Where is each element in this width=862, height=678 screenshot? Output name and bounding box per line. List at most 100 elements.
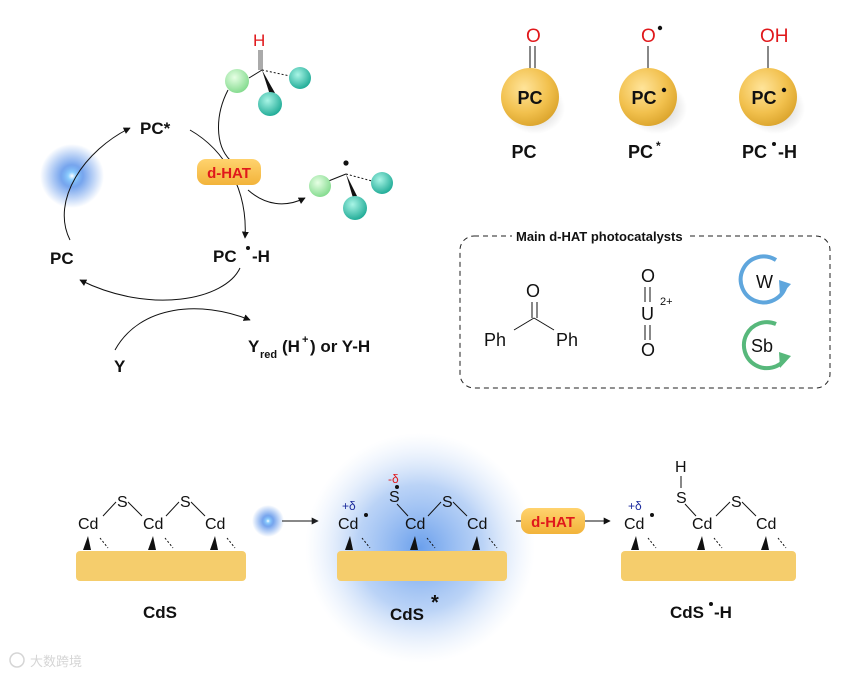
svg-text:Cd: Cd	[692, 516, 712, 533]
arrow-pc-to-pcstar	[63, 127, 131, 241]
radical-dot	[650, 513, 654, 517]
catalytic-cycle: PC* PC PC -H Y Y red (H + ) or Y-H d-HAT…	[40, 31, 393, 376]
dhat-badge-cycle: d-HAT	[197, 159, 261, 185]
svg-text:H: H	[675, 459, 687, 476]
svg-text:PC: PC	[213, 247, 237, 266]
svg-text:+: +	[302, 334, 308, 346]
cds-h-label: CdS	[670, 603, 704, 622]
catalysts-box-title: Main d-HAT photocatalysts	[516, 229, 683, 244]
radical-dot	[343, 160, 349, 166]
excitation-glow	[305, 433, 535, 663]
radical-dot	[364, 513, 368, 517]
cds-scheme: Cd Cd Cd S S CdS Cd +δ Cd Cd	[76, 433, 796, 663]
arrow-radical-out	[247, 189, 306, 205]
svg-text:*: *	[431, 592, 439, 614]
watermark: 大数跨境	[9, 652, 82, 669]
dhat-step: d-HAT	[516, 508, 611, 534]
svg-text:*: *	[656, 139, 661, 153]
radical-dot	[781, 87, 787, 93]
cds-label: CdS	[143, 603, 177, 622]
pc-species: O PC PC O PC PC * OH PC PC	[501, 25, 805, 162]
svg-text:) or Y-H: ) or Y-H	[310, 337, 370, 356]
svg-text:Ph: Ph	[556, 330, 578, 350]
arrow-y-branch	[114, 308, 251, 351]
svg-text:PC: PC	[631, 88, 656, 108]
svg-text:Sb: Sb	[751, 336, 773, 356]
radical-dot	[395, 485, 399, 489]
svg-text:PC: PC	[628, 142, 653, 162]
svg-text:+δ: +δ	[342, 499, 356, 513]
svg-text:PC: PC	[517, 88, 542, 108]
cds-excited-state: Cd +δ Cd Cd S -δ S CdS *	[305, 433, 535, 663]
radical-dot	[772, 142, 776, 146]
arrow-substrate-in	[218, 89, 231, 161]
arrow-pch-to-pc	[79, 267, 241, 301]
substrate-molecule: H	[225, 31, 311, 116]
svg-text:O: O	[526, 281, 540, 301]
species-pc: O PC PC	[501, 26, 565, 162]
svg-text:U: U	[641, 304, 654, 324]
svg-text:O: O	[641, 26, 656, 47]
svg-text:W: W	[756, 272, 773, 292]
catalysts-box: Main d-HAT photocatalysts O Ph Ph O U 2+…	[459, 228, 831, 389]
species-pc-star: O PC PC *	[619, 25, 687, 162]
svg-text:red: red	[260, 349, 277, 361]
teal-atom	[343, 196, 367, 220]
cds-star-label: CdS	[390, 605, 424, 624]
svg-text:Y: Y	[248, 337, 260, 356]
radical-dot	[661, 87, 667, 93]
svg-text:Cd: Cd	[467, 516, 487, 533]
radical-dot	[657, 25, 663, 31]
svg-text:O: O	[641, 266, 655, 286]
yred-label: Y red (H + ) or Y-H	[248, 334, 370, 361]
radical-dot	[709, 602, 713, 606]
teal-atom	[289, 67, 311, 89]
benzophenone-structure: O Ph Ph	[484, 281, 578, 350]
green-atom	[225, 69, 249, 93]
hydrogen-atom: H	[253, 31, 265, 50]
svg-text:PC: PC	[751, 88, 776, 108]
svg-text:PC: PC	[742, 142, 767, 162]
svg-text:d-HAT: d-HAT	[207, 165, 251, 182]
tungsten-cycle: W	[738, 254, 791, 305]
svg-text:d-HAT: d-HAT	[531, 514, 575, 531]
cds-ground-state: Cd Cd Cd S S CdS	[76, 494, 246, 622]
svg-text:Cd: Cd	[756, 516, 776, 533]
species-pc-h: OH PC PC -H	[739, 26, 805, 162]
teal-atom	[371, 172, 393, 194]
svg-text:Cd: Cd	[143, 516, 163, 533]
svg-text:-δ: -δ	[388, 472, 399, 486]
svg-text:S: S	[389, 489, 400, 506]
svg-text:-H: -H	[252, 247, 270, 266]
svg-text:S: S	[442, 494, 453, 511]
svg-text:OH: OH	[760, 26, 789, 47]
cds-hydrogenated: Cd +δ Cd Cd H S S CdS -H	[621, 459, 796, 622]
teal-atom	[258, 92, 282, 116]
svg-text:S: S	[180, 494, 191, 511]
svg-text:Cd: Cd	[624, 516, 644, 533]
svg-text:Cd: Cd	[405, 516, 425, 533]
pc-star-label: PC*	[140, 119, 171, 138]
y-label: Y	[114, 357, 126, 376]
svg-text:-H: -H	[714, 603, 732, 622]
svg-text:Ph: Ph	[484, 330, 506, 350]
svg-text:S: S	[731, 494, 742, 511]
radical-molecule	[309, 160, 393, 220]
pc-label: PC	[50, 249, 74, 268]
svg-text:O: O	[526, 26, 541, 47]
svg-text:S: S	[676, 490, 687, 507]
light-glow	[252, 505, 284, 537]
svg-text:S: S	[117, 494, 128, 511]
svg-text:Cd: Cd	[338, 516, 358, 533]
svg-text:大数跨境: 大数跨境	[30, 654, 82, 669]
svg-text:2+: 2+	[660, 296, 673, 308]
pc-h-label: PC -H	[213, 246, 270, 266]
svg-text:PC: PC	[511, 142, 536, 162]
svg-text:(H: (H	[282, 337, 300, 356]
radical-dot	[246, 246, 250, 250]
svg-text:-H: -H	[778, 142, 797, 162]
svg-text:Cd: Cd	[205, 516, 225, 533]
svg-text:O: O	[641, 340, 655, 360]
green-atom	[309, 175, 331, 197]
